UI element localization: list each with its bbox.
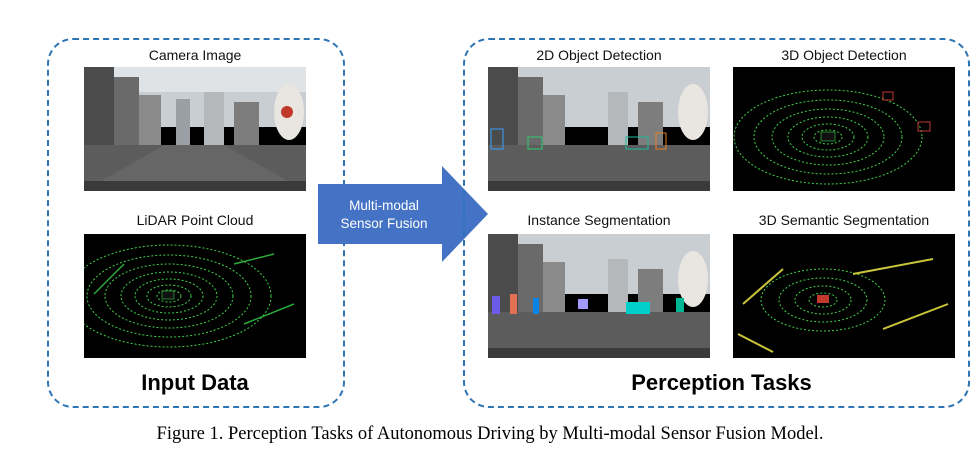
- camera-image-label: Camera Image: [148, 47, 242, 63]
- perception-tasks-panel: [463, 38, 970, 408]
- fusion-arrow-line1: Multi-modal: [349, 198, 419, 213]
- figure-caption: Figure 1. Perception Tasks of Autonomous…: [156, 424, 824, 444]
- fusion-arrow-label: Multi-modal Sensor Fusion: [322, 197, 446, 233]
- task-label-2d-detection: 2D Object Detection: [536, 47, 662, 63]
- task-label-3d-semantic-segmentation: 3D Semantic Segmentation: [758, 212, 930, 228]
- 3d-object-detection-image: [733, 67, 955, 191]
- fusion-arrow-line2: Sensor Fusion: [340, 216, 428, 231]
- lidar-point-cloud-label: LiDAR Point Cloud: [136, 212, 254, 228]
- task-label-instance-segmentation: Instance Segmentation: [527, 212, 671, 228]
- lidar-point-cloud-image: [84, 234, 306, 358]
- 3d-semantic-segmentation-image: [733, 234, 955, 358]
- input-data-title: Input Data: [141, 370, 249, 395]
- instance-segmentation-image: [488, 234, 710, 358]
- fusion-arrow-icon: [318, 166, 488, 262]
- camera-image: [84, 67, 306, 191]
- 2d-object-detection-image: [488, 67, 710, 191]
- perception-tasks-title: Perception Tasks: [631, 370, 812, 395]
- task-label-3d-detection: 3D Object Detection: [781, 47, 907, 63]
